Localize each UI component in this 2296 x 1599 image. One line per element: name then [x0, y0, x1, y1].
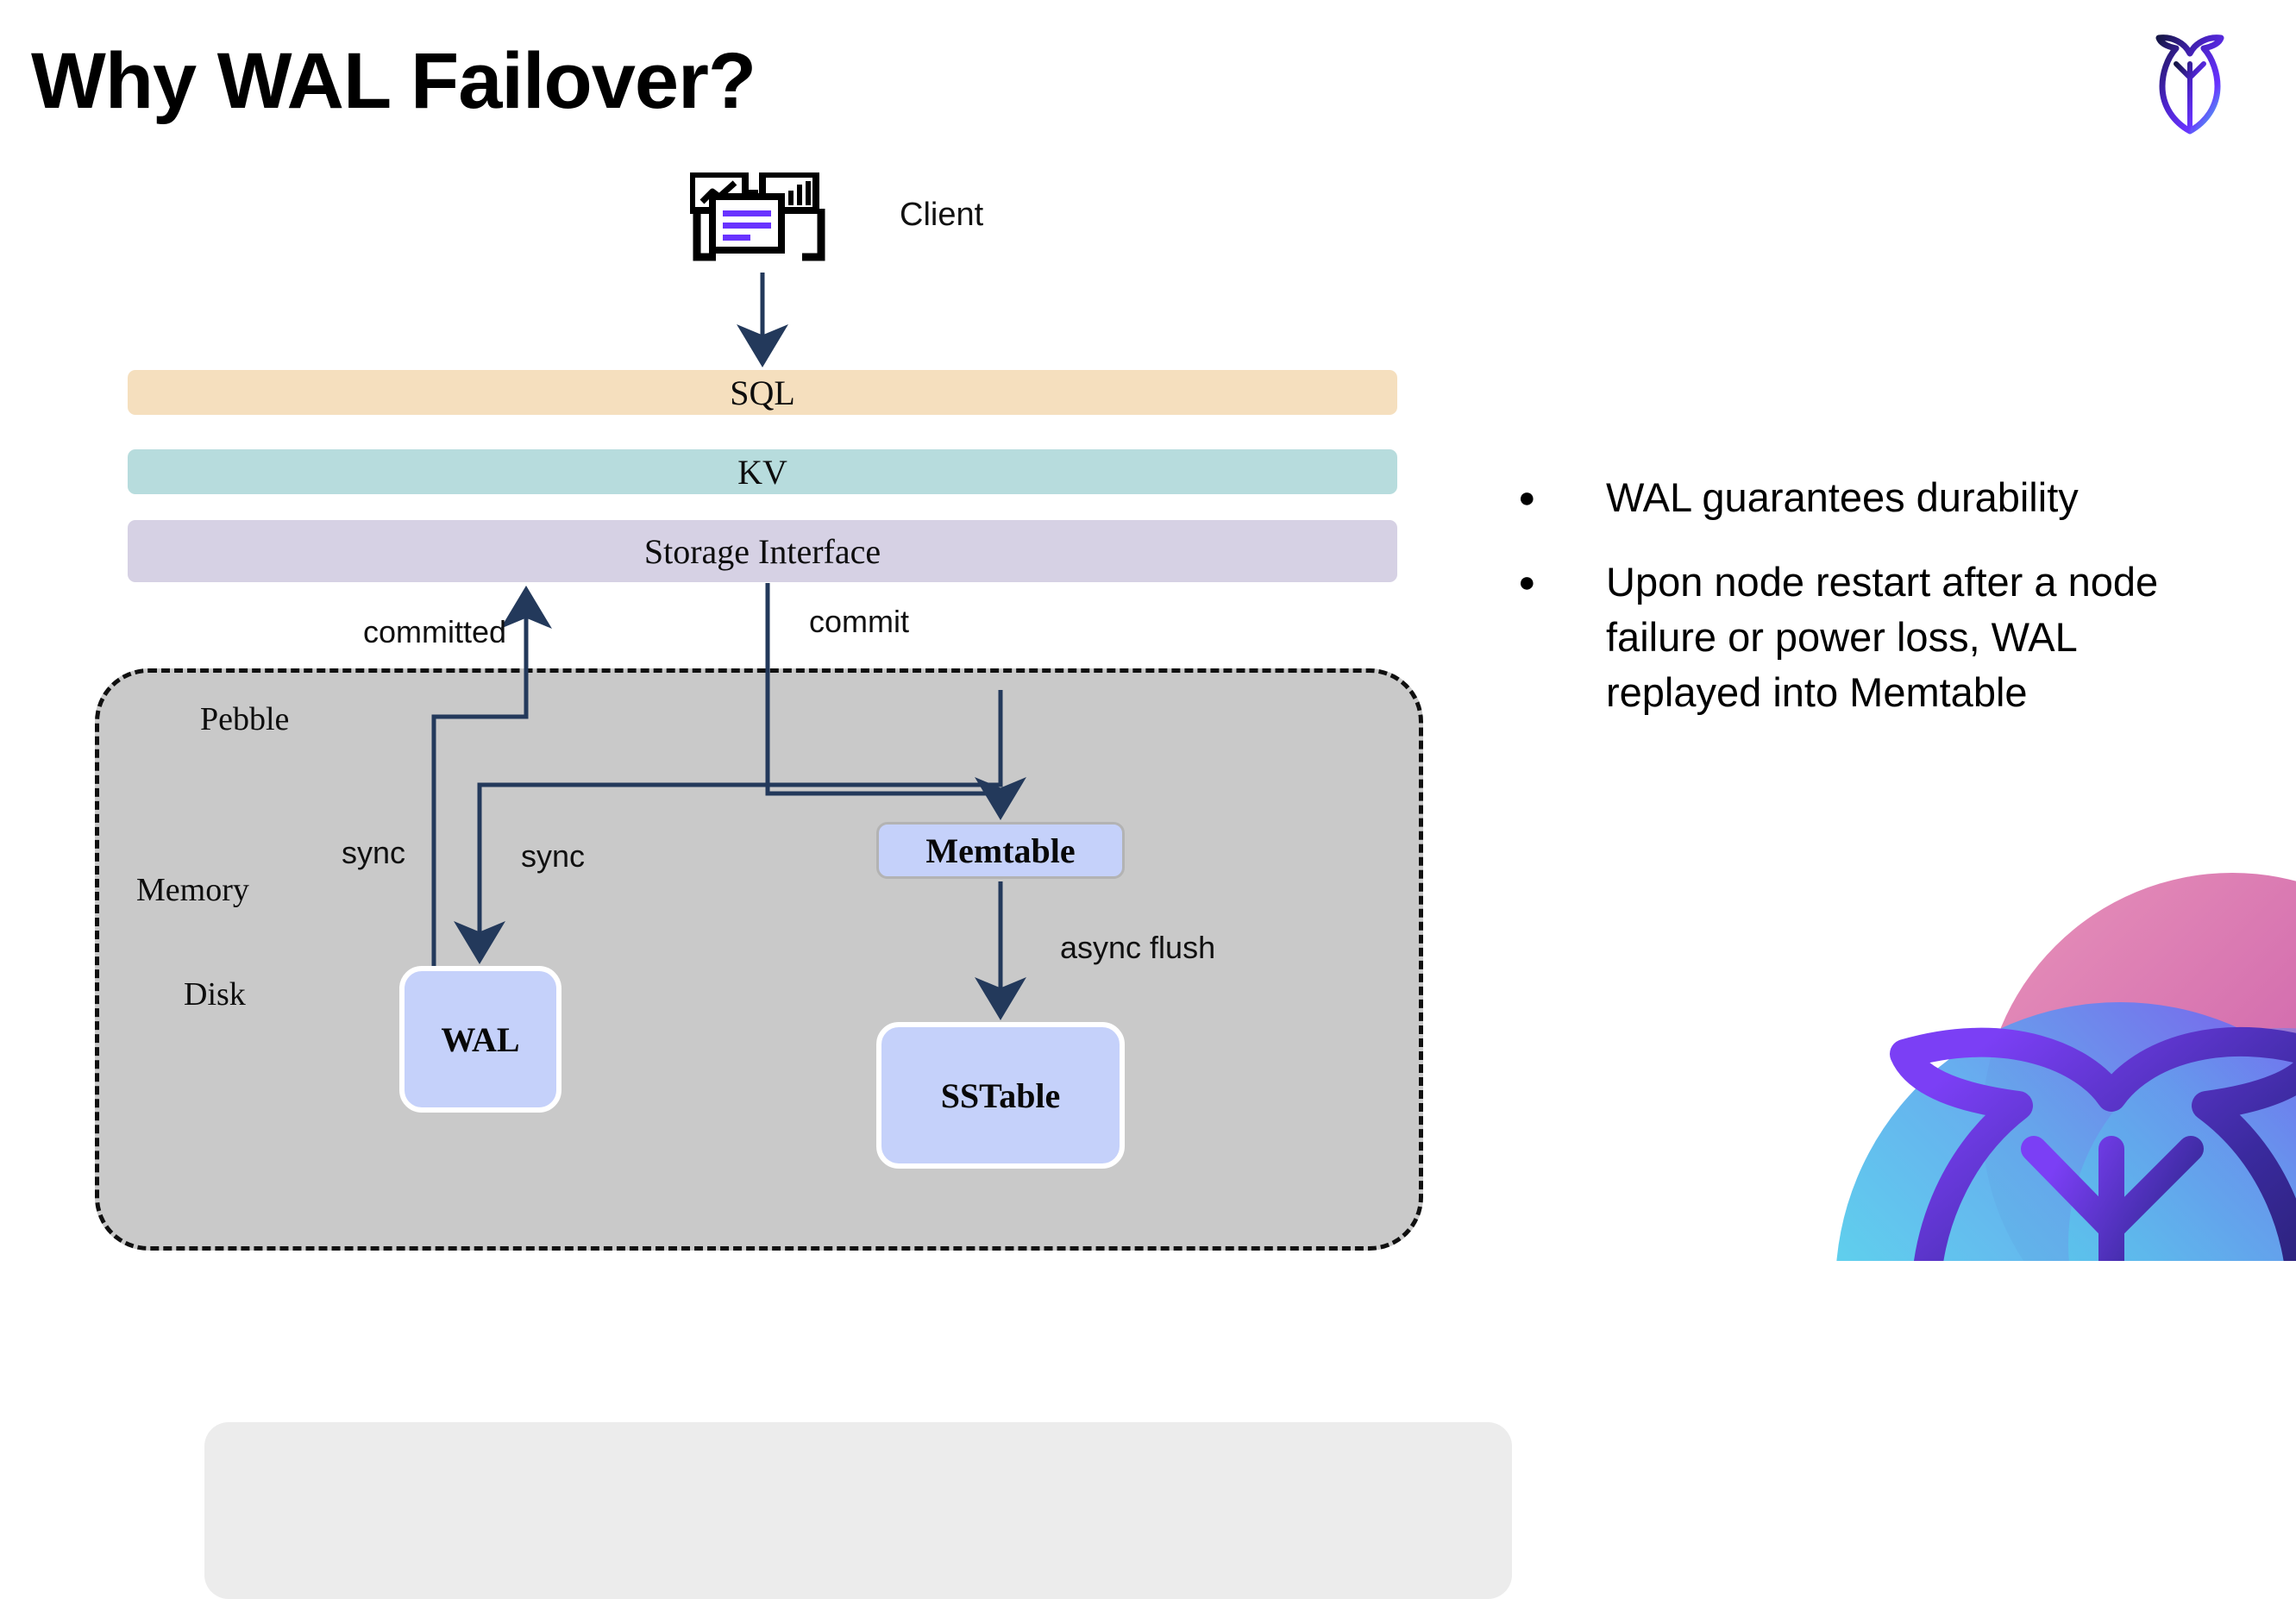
edge-label-sync-left: sync	[342, 835, 406, 870]
node-sstable: SSTable	[876, 1022, 1125, 1169]
edge-label-commit: commit	[809, 604, 909, 639]
bullet-list: ● WAL guarantees durability ● Upon node …	[1518, 470, 2225, 749]
list-item: ● WAL guarantees durability	[1518, 470, 2225, 525]
memory-region	[204, 1422, 1512, 1599]
node-sstable-label: SSTable	[940, 1075, 1061, 1115]
page-title: Why WAL Failover?	[31, 37, 756, 125]
node-wal: WAL	[399, 966, 561, 1113]
client-workstation-icon	[688, 171, 828, 280]
layer-sql-label: SQL	[730, 373, 795, 412]
layer-kv-label: KV	[737, 452, 787, 492]
bullet-text: WAL guarantees durability	[1606, 474, 2079, 520]
edge-label-sync-right: sync	[521, 838, 586, 874]
layer-storage-interface: Storage Interface	[128, 520, 1397, 582]
layer-kv: KV	[128, 449, 1397, 494]
node-memtable: Memtable	[876, 822, 1125, 879]
pebble-container	[95, 668, 1512, 1599]
bullet-marker-icon: ●	[1518, 566, 1536, 599]
bullet-marker-icon: ●	[1518, 481, 1536, 514]
layer-sql: SQL	[128, 370, 1397, 415]
disk-label: Disk	[184, 976, 246, 1013]
pebble-label: Pebble	[200, 701, 290, 737]
node-memtable-label: Memtable	[925, 831, 1076, 870]
node-wal-label: WAL	[441, 1019, 520, 1059]
client-label: Client	[900, 197, 984, 233]
cockroachdb-decorative-logo-icon	[1749, 838, 2296, 1261]
list-item: ● Upon node restart after a node failure…	[1518, 555, 2225, 720]
cockroachdb-logo-icon	[2150, 24, 2230, 135]
edge-label-committed: committed	[363, 614, 507, 649]
layer-storage-label: Storage Interface	[643, 531, 881, 571]
bullet-text: Upon node restart after a node failure o…	[1606, 559, 2159, 715]
edge-label-async-flush: async flush	[1060, 930, 1216, 965]
memory-label: Memory	[136, 872, 249, 908]
